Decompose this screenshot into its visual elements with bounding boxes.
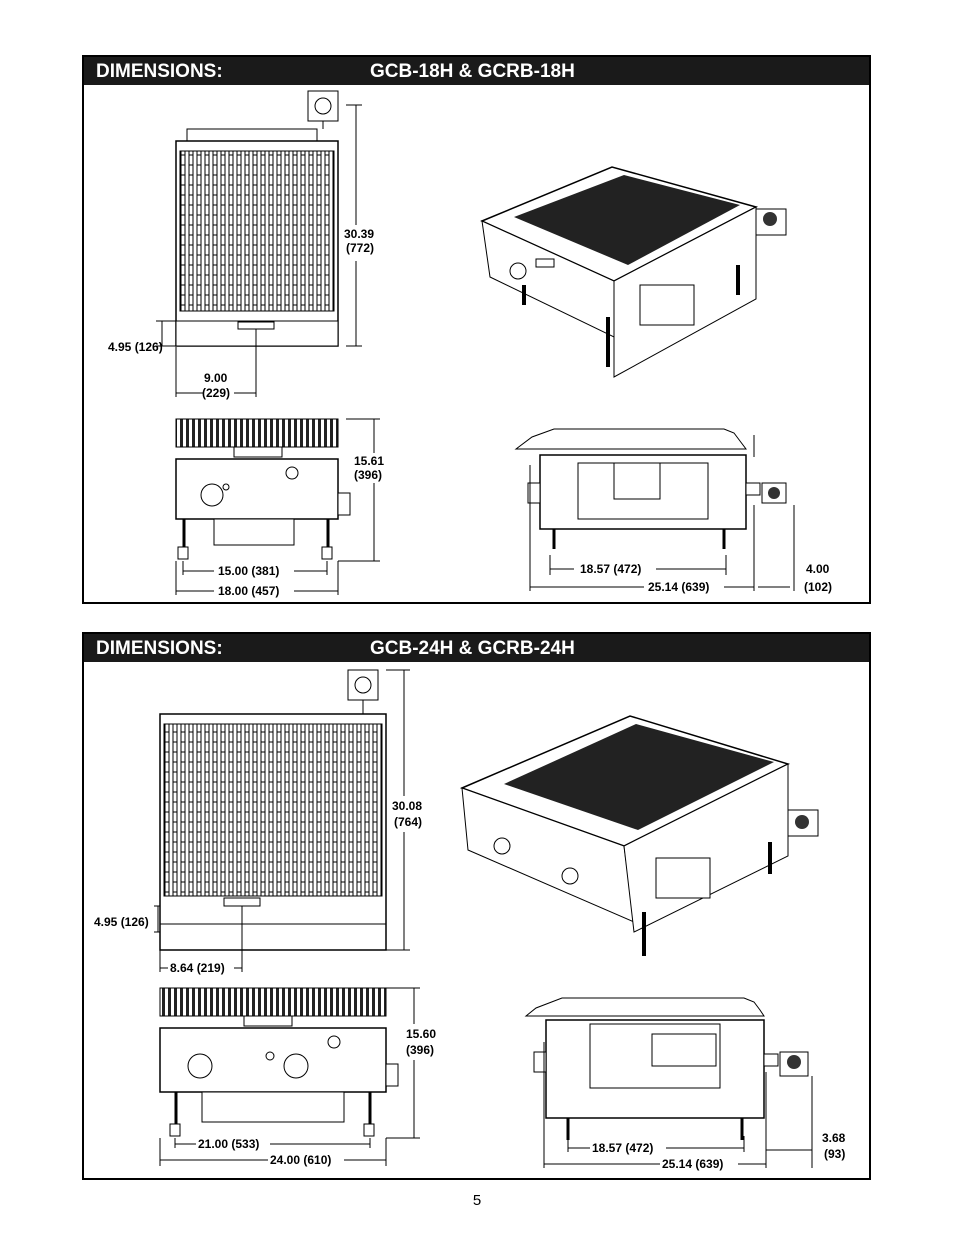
leg-depth-dimension: 18.57 (472)	[580, 562, 641, 576]
regulator-dimension: 3.68	[822, 1131, 846, 1145]
leg-span-dimension: 21.00 (533)	[198, 1137, 259, 1151]
height-dimension: 15.60	[406, 1027, 436, 1041]
height-dimension-mm: (396)	[354, 468, 382, 482]
side-view-18h: 18.57 (472) 25.14 (639) 4.00 (102)	[514, 428, 832, 594]
width-dimension: 24.00 (610)	[270, 1153, 331, 1167]
center-offset-dimension: 8.64 (219)	[170, 961, 225, 975]
drawings-24h: 30.08 (764) 4.95 (126) 8.64 (219)	[94, 669, 846, 1171]
top-view-24h: 30.08 (764) 4.95 (126) 8.64 (219)	[94, 669, 422, 975]
section-label: DIMENSIONS:	[96, 61, 223, 82]
overall-depth-dimension: 25.14 (639)	[648, 580, 709, 594]
section-header: DIMENSIONS: GCB-18H & GCRB-18H	[84, 57, 869, 85]
isometric-view-24h	[459, 715, 819, 956]
page-number: 5	[472, 1192, 482, 1209]
depth-dimension-mm: (764)	[394, 815, 422, 829]
dimensions-panel-18h: DIMENSIONS: GCB-18H & GCRB-18H	[82, 55, 871, 604]
depth-dimension: 30.39	[344, 227, 374, 241]
center-offset-dimension: 9.00	[204, 371, 228, 385]
section-models: GCB-24H & GCRB-24H	[370, 638, 575, 659]
height-dimension-mm: (396)	[406, 1043, 434, 1057]
drawings-18h: 30.39 (772) 4.95 (126) 9.00 (229)	[108, 90, 832, 598]
depth-dimension-mm: (772)	[346, 241, 374, 255]
control-knob	[200, 483, 224, 507]
control-knob	[283, 1053, 309, 1079]
front-offset-dimension: 4.95 (126)	[108, 340, 163, 354]
top-view-18h: 30.39 (772) 4.95 (126) 9.00 (229)	[108, 90, 374, 400]
grate-bars	[163, 723, 383, 897]
width-dimension: 18.00 (457)	[218, 584, 279, 598]
leg-depth-dimension: 18.57 (472)	[592, 1141, 653, 1155]
side-view-24h: 18.57 (472) 25.14 (639) 3.68 (93)	[524, 997, 846, 1171]
front-view-18h: 15.61 (396) 15.00 (381) 18.00 (457)	[175, 418, 384, 598]
regulator-dimension: 4.00	[806, 562, 830, 576]
section-label: DIMENSIONS:	[96, 638, 223, 659]
section-header: DIMENSIONS: GCB-24H & GCRB-24H	[84, 634, 869, 662]
grate-bars	[179, 150, 335, 312]
front-offset-dimension: 4.95 (126)	[94, 915, 149, 929]
regulator-dimension-mm: (93)	[824, 1147, 845, 1161]
control-knob	[187, 1053, 213, 1079]
isometric-view-18h	[480, 166, 787, 378]
section-models: GCB-18H & GCRB-18H	[370, 61, 575, 82]
overall-depth-dimension: 25.14 (639)	[662, 1157, 723, 1171]
dimensions-panel-24h: DIMENSIONS: GCB-24H & GCRB-24H 30.08 (76…	[82, 632, 871, 1180]
height-dimension: 15.61	[354, 454, 384, 468]
regulator-dimension-mm: (102)	[804, 580, 832, 594]
leg-span-dimension: 15.00 (381)	[218, 564, 279, 578]
center-offset-dimension-mm: (229)	[202, 386, 230, 400]
front-view-24h: 15.60 (396) 21.00 (533) 24.00 (610)	[159, 987, 436, 1167]
depth-dimension: 30.08	[392, 799, 422, 813]
